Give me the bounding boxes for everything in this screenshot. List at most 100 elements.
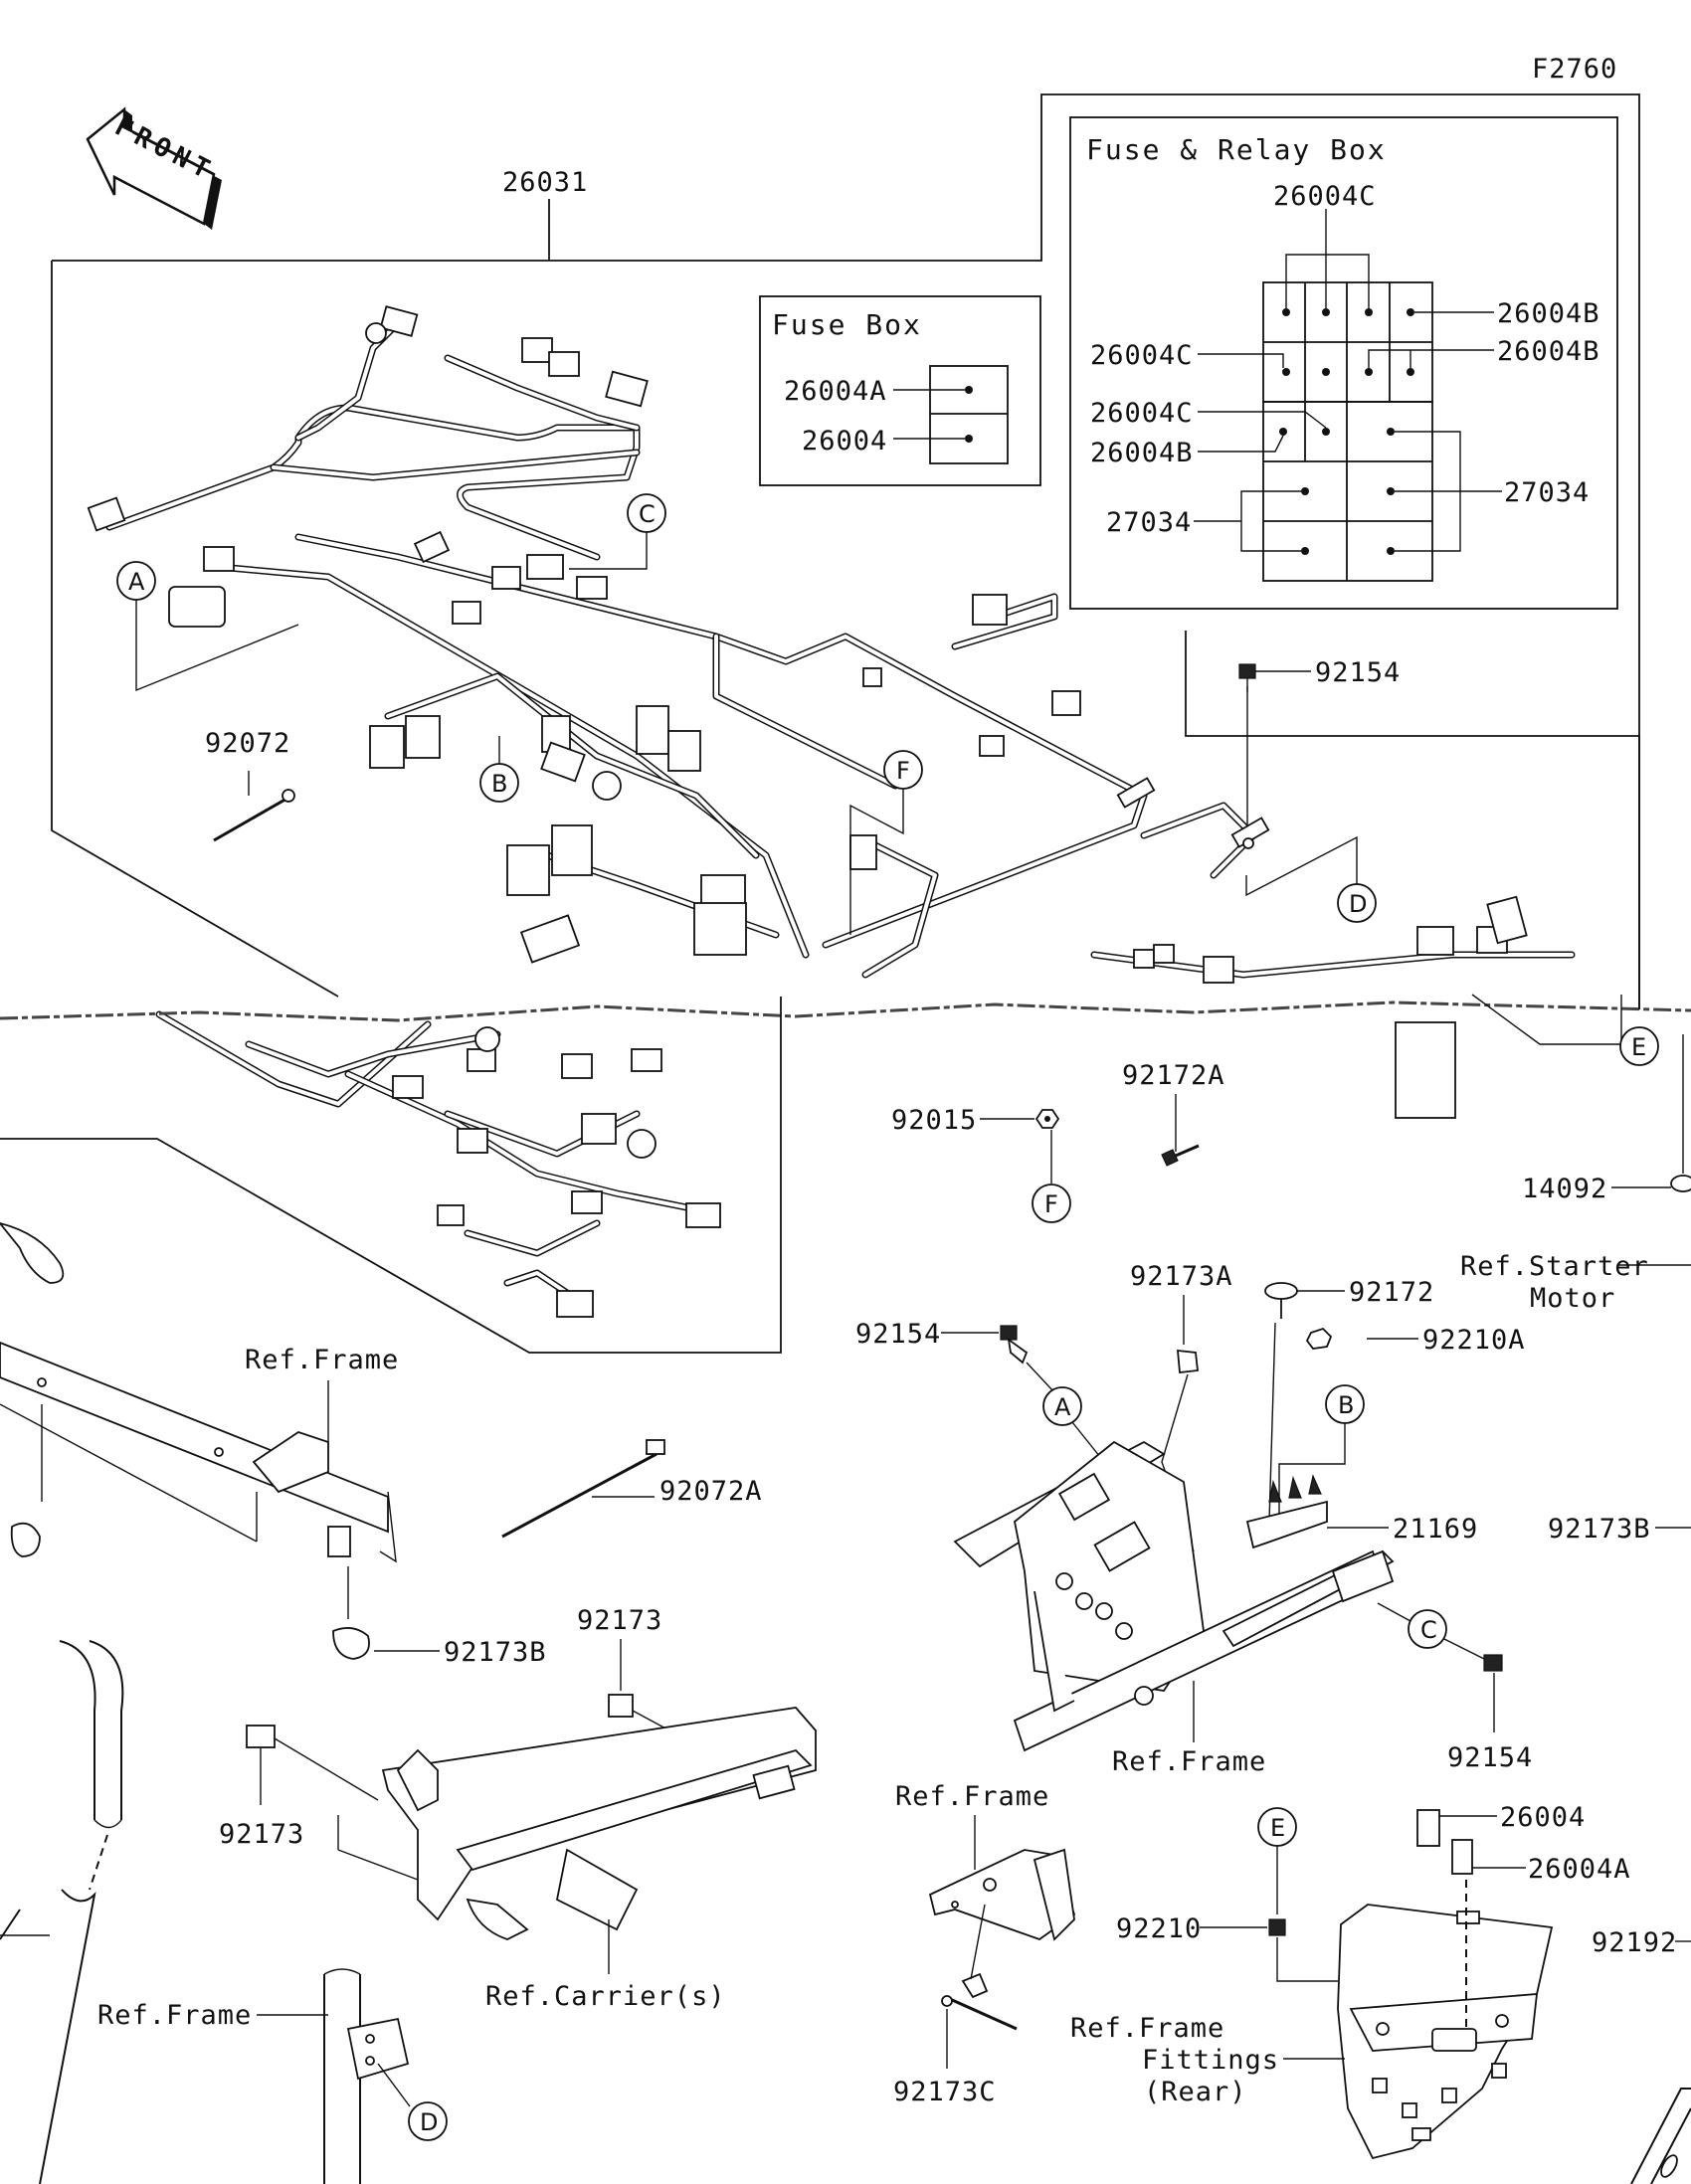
wiring-harness-lower: [155, 1010, 721, 1318]
tie-92072-icon: [213, 796, 289, 842]
ref-frame-fittings-line3: (Rear): [1144, 2077, 1247, 2107]
callout-92173B: 92173B: [444, 1637, 547, 1668]
fuse-26004-icon: [1416, 1809, 1440, 1847]
callout-92210: 92210: [1116, 1913, 1202, 1944]
fuse-box-label-26004A: 26004A: [784, 376, 887, 407]
clamp-92173-top-icon: [608, 1694, 634, 1718]
ref-frame-fittings-line1: Ref.Frame: [1070, 2013, 1224, 2044]
fuse-box-title: Fuse Box: [772, 308, 922, 341]
relay-label-26004B-1: 26004B: [1497, 298, 1600, 329]
callout-92015: 92015: [891, 1105, 977, 1136]
bolt-92172-icon: [1264, 1282, 1298, 1300]
clamp-92173B-icon: [332, 1627, 370, 1660]
figure-code: F2760: [1532, 54, 1617, 85]
circle-C-harness: [627, 493, 666, 533]
front-arrow-icon: FRONT: [86, 106, 222, 230]
circle-D-lower: [408, 2101, 448, 2141]
callout-92173A: 92173A: [1130, 1261, 1233, 1292]
callout-14092: 14092: [1522, 1174, 1607, 1204]
circle-B-frame-letter: B: [1338, 1391, 1354, 1419]
fuse-relay-box-inset: Fuse & Relay Box 26004C 2600: [1069, 116, 1618, 610]
circle-B-harness: [479, 763, 519, 803]
relay-label-26004C-top: 26004C: [1273, 181, 1377, 212]
callout-ref-frame-bottom-left: Ref.Frame: [97, 2000, 252, 2031]
bracket-21169-icon: [1245, 1500, 1328, 1549]
callout-92172: 92172: [1349, 1277, 1434, 1308]
circle-D-harness-letter: D: [1349, 890, 1367, 918]
callout-92172A: 92172A: [1122, 1060, 1225, 1091]
frame-assembly-right: 92173A 92172 92210A 92154 A B 21169 9217…: [855, 1261, 1691, 1777]
circle-E-harness-letter: E: [1631, 1033, 1646, 1061]
circle-E-lower-letter: E: [1270, 1814, 1285, 1842]
clamp-left-upper-icon: [0, 1222, 65, 1284]
callout-ref-frame-left: Ref.Frame: [245, 1345, 399, 1375]
bolt-92154-top-icon: [1238, 663, 1256, 679]
callout-26031: 26031: [502, 167, 588, 198]
callout-92154-top: 92154: [1315, 657, 1401, 688]
callout-21169: 21169: [1393, 1514, 1478, 1545]
circle-F-nut-letter: F: [1044, 1190, 1058, 1218]
carrier-assembly: 92173 92173 Ref.Carrier(s): [219, 1605, 817, 2012]
callout-ref-carrier: Ref.Carrier(s): [485, 1981, 726, 2012]
callout-26004A: 26004A: [1528, 1854, 1631, 1885]
circle-A-harness-letter: A: [128, 568, 145, 596]
ref-frame-fittings-line2: Fittings: [1142, 2045, 1279, 2076]
callout-ref-frame-mid: Ref.Frame: [1112, 1746, 1266, 1777]
torn-seam: [0, 1001, 1691, 1022]
wiring-harness: [87, 305, 1576, 1119]
nut-92210-icon: [1268, 1918, 1286, 1936]
clamp-92173-left-icon: [246, 1725, 276, 1748]
circle-D-lower-letter: D: [420, 2108, 438, 2136]
harness-outline-left: [51, 261, 339, 998]
relay-label-26004B-3: 26004B: [1090, 438, 1194, 468]
callout-ref-frame-right: Ref.Frame: [895, 1781, 1049, 1812]
grommet-14092-icon: [1670, 1175, 1691, 1192]
callout-92173-top: 92173: [577, 1605, 662, 1636]
callout-92154-bottom: 92154: [1447, 1742, 1533, 1773]
circle-A-harness: [116, 561, 156, 601]
circle-F-harness-letter: F: [896, 757, 910, 785]
bolt-92172A-icon: [1161, 1149, 1179, 1167]
relay-label-27034-left: 27034: [1106, 507, 1192, 538]
harness-outline-top: [52, 93, 1640, 1009]
bolt-92154-bottom-icon: [1483, 1654, 1503, 1672]
callout-26004: 26004: [1500, 1802, 1586, 1833]
fuse-box-inset: Fuse Box 26004A 26004: [759, 295, 1041, 486]
fuse-26004A-icon: [1451, 1839, 1473, 1875]
clamp-left-lower-icon: [10, 1522, 41, 1557]
relay-label-26004C-3: 26004C: [1090, 398, 1194, 429]
frame-fittings-rear: E 92210 26004 26004A 92192 Ref.Frame Fit…: [1070, 1802, 1691, 2184]
circle-A-frame: [1042, 1386, 1082, 1426]
callout-92173-left: 92173: [219, 1819, 304, 1850]
fuse-relay-box-title: Fuse & Relay Box: [1086, 133, 1387, 166]
relay-label-26004B-2: 26004B: [1497, 336, 1600, 367]
callout-92173C: 92173C: [893, 2077, 997, 2107]
bolt-92154-mid-icon: [1000, 1325, 1018, 1341]
callout-92173B-right: 92173B: [1548, 1514, 1651, 1545]
circle-B-harness-letter: B: [491, 770, 507, 798]
relay-label-27034-right: 27034: [1504, 477, 1590, 508]
frame-bottom-mid: Ref.Frame 92173C: [893, 1781, 1076, 2107]
circle-C-frame-letter: C: [1420, 1616, 1437, 1644]
circle-A-frame-letter: A: [1054, 1393, 1071, 1421]
frame-assembly-left: Ref.Frame 92072A 92173B: [0, 1222, 763, 2184]
clamp-92173C-icon: [949, 1997, 1018, 2031]
tie-92072A-icon: [501, 1452, 658, 1539]
callout-92072: 92072: [205, 728, 290, 759]
relay-label-26004C-2: 26004C: [1090, 340, 1194, 371]
circle-F-nut: [1032, 1183, 1071, 1223]
ref-starter-line1: Ref.Starter: [1460, 1251, 1649, 1282]
circle-C-harness-letter: C: [639, 500, 656, 528]
ref-starter-line2: Motor: [1530, 1283, 1615, 1314]
circle-C-frame: [1408, 1609, 1447, 1649]
circle-F-harness: [883, 750, 923, 790]
harness-outline-bottom: [0, 997, 782, 1354]
callout-92072A: 92072A: [659, 1476, 763, 1507]
nut-92210A-icon: [1305, 1327, 1333, 1350]
fuse-box-label-26004: 26004: [802, 426, 887, 456]
circle-E-harness: [1619, 1026, 1659, 1066]
callout-92192: 92192: [1592, 1927, 1677, 1958]
circle-D-harness: [1337, 883, 1377, 923]
